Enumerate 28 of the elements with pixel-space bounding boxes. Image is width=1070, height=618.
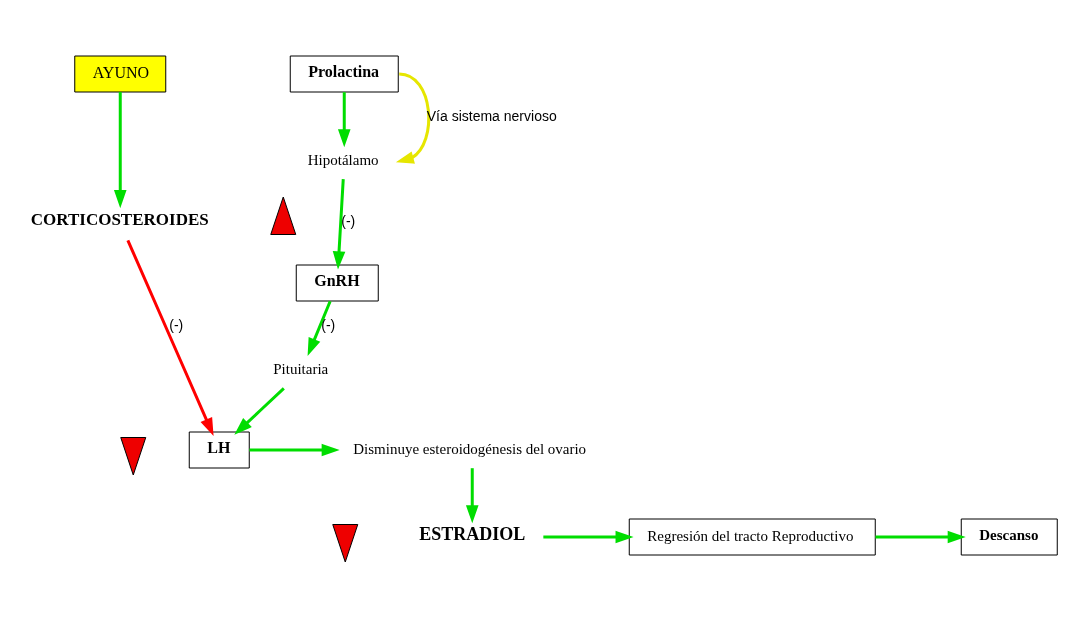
edge-label: (-)	[169, 317, 184, 334]
arrow	[543, 530, 634, 544]
node-arrow	[120, 437, 147, 476]
node-box: GnRH	[295, 264, 379, 302]
edge-label: (-)	[321, 317, 336, 334]
edge-label: (-)	[341, 212, 356, 229]
arrow	[875, 530, 966, 544]
node-text: Disminuye esteroidogénesis del ovario	[353, 440, 587, 457]
node-text: ESTRADIOL	[419, 524, 526, 545]
node-box: Regresión del tracto Reproductivo	[628, 518, 876, 556]
node-box: AYUNO	[74, 55, 167, 93]
arrow	[337, 92, 351, 148]
node-text: Hipotálamo	[307, 151, 379, 168]
node-box: Prolactina	[289, 55, 399, 93]
arrow	[332, 179, 346, 270]
arrow	[249, 443, 340, 457]
arrow	[307, 300, 332, 356]
arrow	[234, 387, 285, 435]
arrow	[395, 72, 431, 164]
node-arrow	[270, 196, 297, 235]
arrow	[126, 239, 214, 437]
node-box: LH	[188, 431, 250, 469]
node-arrow	[332, 524, 359, 563]
arrow	[113, 92, 127, 209]
node-text: Pituitaria	[273, 360, 329, 377]
node-box: Descanso	[960, 518, 1058, 556]
arrow	[465, 468, 479, 524]
node-text: CORTICOSTEROIDES	[30, 210, 209, 230]
